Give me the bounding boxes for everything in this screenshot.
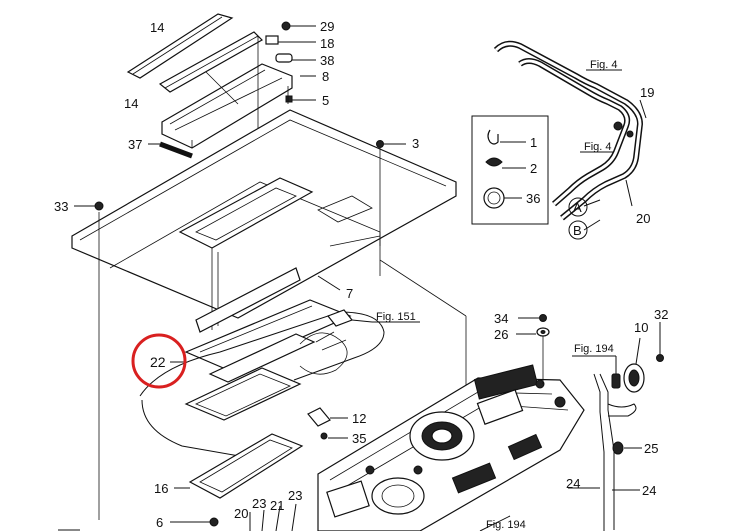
label-37: 37 bbox=[128, 137, 142, 152]
label-12: 12 bbox=[352, 411, 366, 426]
part-25-clip bbox=[612, 441, 642, 455]
part-22-filter-panel bbox=[184, 299, 352, 371]
part-14-lower-strip bbox=[158, 31, 263, 93]
label-35: 35 bbox=[352, 431, 366, 446]
label-3: 3 bbox=[412, 136, 419, 151]
part-26-washer bbox=[516, 327, 550, 337]
part-14-upper-strip bbox=[126, 13, 234, 79]
fig-ref-4-top: Fig. 4 bbox=[590, 59, 618, 71]
label-23-b: 23 bbox=[288, 488, 302, 503]
part-34-bolt bbox=[518, 314, 547, 384]
svg-text:B: B bbox=[573, 223, 582, 238]
label-14-side: 14 bbox=[124, 96, 138, 111]
part-6-screw bbox=[170, 517, 219, 527]
part-18-clip bbox=[265, 35, 316, 45]
clip-detail-box bbox=[471, 115, 549, 225]
label-32: 32 bbox=[654, 307, 668, 322]
svg-text:A: A bbox=[573, 200, 582, 215]
label-24-b: 24 bbox=[642, 483, 656, 498]
hose-assembly bbox=[493, 40, 644, 221]
housing-left-section bbox=[139, 311, 385, 461]
fig-ref-4-mid: Fig. 4 bbox=[584, 141, 612, 153]
label-2: 2 bbox=[530, 161, 537, 176]
part-8-cover bbox=[161, 63, 293, 149]
part-12-bracket bbox=[307, 407, 348, 427]
fig151-bracket bbox=[327, 309, 420, 327]
part-5-clip bbox=[285, 95, 316, 103]
hvac-main-housing bbox=[317, 364, 585, 531]
label-21: 21 bbox=[270, 498, 284, 513]
part-16-gasket bbox=[174, 433, 304, 499]
circle-marker-b: B bbox=[568, 220, 588, 240]
highlight-circle-22 bbox=[131, 333, 187, 389]
label-7: 7 bbox=[346, 286, 353, 301]
label-6: 6 bbox=[156, 515, 163, 530]
fig194-bracket bbox=[572, 355, 621, 389]
label-38: 38 bbox=[320, 53, 334, 68]
label-25: 25 bbox=[644, 441, 658, 456]
fig-ref-194-right: Fig. 194 bbox=[574, 343, 614, 355]
label-34: 34 bbox=[494, 311, 508, 326]
label-10: 10 bbox=[634, 320, 648, 335]
part-10-motor bbox=[623, 337, 645, 393]
part-29-screw bbox=[281, 21, 316, 31]
fig-ref-151: Fig. 151 bbox=[376, 311, 416, 323]
label-22: 22 bbox=[150, 354, 166, 370]
part-33-bolt bbox=[74, 201, 104, 520]
label-8: 8 bbox=[322, 69, 329, 84]
label-18: 18 bbox=[320, 36, 334, 51]
part-labels: 14 14 29 18 38 8 5 37 3 33 7 1 2 36 19 2… bbox=[54, 19, 668, 530]
part-35-screw bbox=[320, 432, 348, 440]
label-20-right: 20 bbox=[636, 211, 650, 226]
label-14-top: 14 bbox=[150, 20, 164, 35]
label-5: 5 bbox=[322, 93, 329, 108]
label-1: 1 bbox=[530, 135, 537, 150]
figure-references: Fig. 4 Fig. 4 Fig. 151 Fig. 194 Fig. 194 bbox=[376, 59, 618, 531]
label-26: 26 bbox=[494, 327, 508, 342]
label-23-a: 23 bbox=[252, 496, 266, 511]
part-3-bolt bbox=[376, 140, 406, 276]
label-33: 33 bbox=[54, 199, 68, 214]
fig-ref-194-bottom: Fig. 194 bbox=[486, 519, 526, 531]
part-38-pad bbox=[275, 53, 316, 63]
label-24-a: 24 bbox=[566, 476, 580, 491]
part-24-rod bbox=[568, 373, 640, 531]
circle-marker-a: A bbox=[568, 197, 588, 217]
label-36: 36 bbox=[526, 191, 540, 206]
label-19: 19 bbox=[640, 85, 654, 100]
label-29: 29 bbox=[320, 19, 334, 34]
part-37-rod bbox=[148, 141, 193, 159]
label-20-bottom: 20 bbox=[234, 506, 248, 521]
label-16: 16 bbox=[154, 481, 168, 496]
part-32-screw bbox=[656, 322, 664, 362]
